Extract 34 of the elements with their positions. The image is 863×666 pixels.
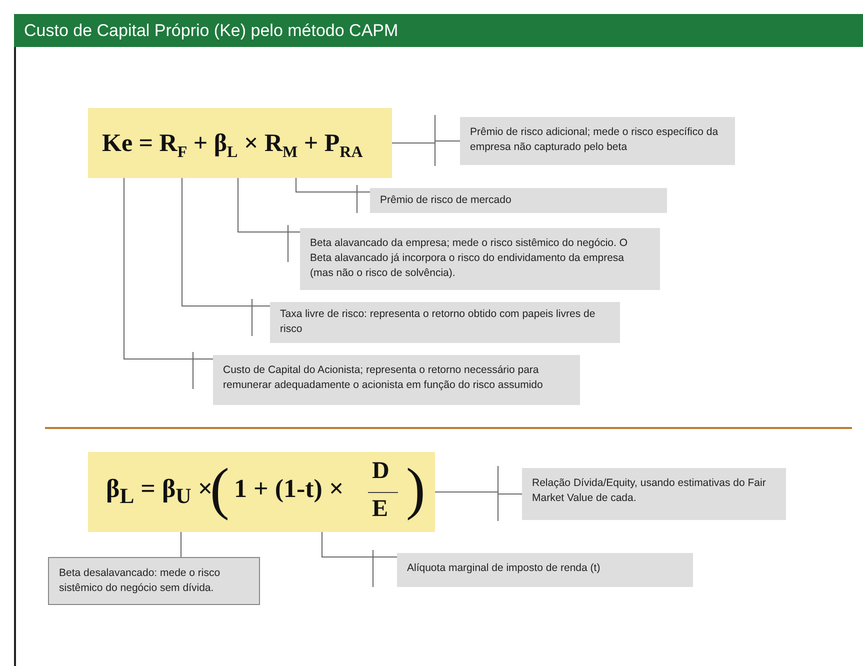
formula-text: β$_{L}$ = β$_{U}$ × bbox=[106, 474, 213, 508]
leader-line bbox=[392, 114, 460, 166]
formula-box bbox=[88, 452, 435, 532]
leader-line bbox=[124, 178, 214, 390]
title-bar: Custo de Capital Próprio (Ke) pelo método CAPM bbox=[14, 14, 863, 47]
callout-box bbox=[522, 468, 786, 520]
leader-line bbox=[434, 466, 522, 522]
leader-line bbox=[182, 178, 270, 336]
formula-text: Ke = R$_{F}$ + β$_{L}$ × R$_{M}$ + P$_{RA}$ bbox=[102, 130, 363, 157]
callout-box bbox=[213, 355, 580, 405]
formula-text: 1 + (1-t) × bbox=[234, 474, 344, 504]
leader-line bbox=[322, 532, 398, 588]
callout-text: Beta desalavancado: mede o risco sistêmico do negócio sem dívida. bbox=[59, 567, 220, 594]
callout-text: Prêmio de risco adicional; mede o risco específico da empresa não capturado pelo beta bbox=[470, 126, 718, 153]
callout-text: Prêmio de risco de mercado bbox=[380, 194, 512, 206]
callout-text: Beta alavancado da empresa; mede o risco sistêmico do negócio. O Beta alavancado já incorpora o risco do endividamento da empresa (mas não o risco de solvência). bbox=[310, 237, 628, 279]
callout-text: Alíquota marginal de imposto de renda (t) bbox=[407, 562, 600, 574]
callout-box bbox=[300, 228, 660, 290]
leader-line bbox=[296, 178, 370, 214]
formula-box bbox=[88, 108, 392, 178]
callout-text: Custo de Capital do Acionista; representa o retorno necessário para remunerar adequadamente o acionista em função do risco assumido bbox=[223, 364, 543, 391]
callout-box bbox=[370, 188, 667, 213]
parenthesis: ( bbox=[210, 456, 230, 522]
callout-text: Taxa livre de risco: representa o retorno obtido com papeis livres de risco bbox=[280, 308, 596, 335]
numerator: D bbox=[372, 458, 390, 485]
callout-box bbox=[270, 302, 620, 343]
parenthesis: ) bbox=[406, 456, 426, 522]
leader-line bbox=[238, 178, 300, 262]
callout-box bbox=[48, 557, 260, 605]
denominator: E bbox=[372, 496, 388, 523]
leader-line bbox=[180, 532, 182, 558]
callout-box bbox=[397, 553, 693, 587]
callout-box bbox=[460, 117, 735, 165]
callout-text: Relação Dívida/Equity, usando estimativas do Fair Market Value de cada. bbox=[532, 477, 766, 504]
